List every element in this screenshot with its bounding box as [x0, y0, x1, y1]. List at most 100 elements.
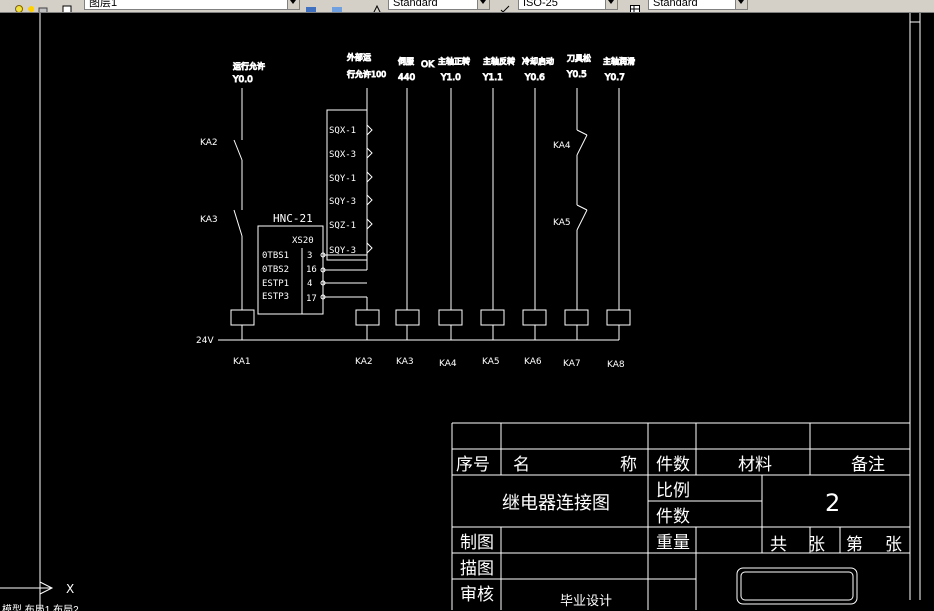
contact-ka5 [576, 204, 588, 231]
top-labels: 运行允许 Y0.0 外部运 行允许100 伺服 440 OK 主轴正转 Y1.0… [232, 52, 636, 86]
sheet-number: 2 [825, 489, 840, 517]
chevron-down-icon[interactable] [735, 0, 747, 9]
connector-signal: 0TBS1 [262, 251, 289, 261]
switch-label: SQY-3 [329, 246, 356, 256]
contact-ka4 [576, 129, 588, 156]
layer-lock-icon[interactable] [38, 0, 48, 12]
col-name-a: 名 [513, 455, 530, 475]
hnc-connector [257, 225, 368, 315]
layer-previous-icon[interactable] [332, 0, 342, 12]
status-text: 模型 布局1 布局2 [2, 605, 79, 611]
weight-label: 重量 [656, 533, 690, 553]
connector-pin: 4 [307, 279, 312, 289]
coil-label: KA4 [439, 359, 457, 369]
connector-signal: 0TBS2 [262, 265, 289, 275]
contact-ka3 [233, 209, 243, 237]
contact-label-ka2: KA2 [200, 138, 218, 148]
col-qty: 件数 [656, 455, 690, 475]
layer-color-icon[interactable] [62, 0, 72, 12]
text-style-icon[interactable] [372, 0, 382, 12]
connector-pin: 17 [306, 294, 317, 304]
connector-pin: 3 [307, 251, 312, 261]
traced-by-label: 描图 [460, 559, 494, 579]
title-block [451, 422, 910, 610]
coil-label: KA6 [524, 357, 542, 367]
coil-labels: KA1 KA2 KA3 KA4 KA5 KA6 KA7 KA8 [233, 357, 625, 370]
connector-signal: ESTP3 [262, 292, 289, 302]
label-lube: 主轴润滑 [603, 56, 635, 66]
table-style-dropdown[interactable]: Standard [648, 0, 748, 10]
drawing-title: 继电器连接图 [502, 493, 610, 514]
chevron-down-icon[interactable] [287, 0, 299, 9]
ucs-icon [0, 581, 54, 595]
sheet-no-label: 第 [846, 535, 863, 555]
qty-label: 件数 [656, 507, 690, 527]
switch-label: SQZ-1 [329, 221, 356, 231]
ucs-axis-label: X [66, 582, 74, 596]
layer-dropdown[interactable]: 图层1 [84, 0, 300, 10]
col-seq: 序号 [456, 455, 490, 475]
label-run-permit: 运行允许 [233, 61, 265, 71]
coils [218, 309, 631, 341]
label-spindle-fwd: 主轴正转 [438, 56, 470, 66]
sheets-label-b: 张 [885, 535, 902, 555]
label-coolant: 冷却启动 [522, 56, 554, 66]
limit-switch-chain [323, 124, 373, 271]
label-spindle-rev: 主轴反转 [483, 56, 515, 66]
drawing-canvas[interactable]: 运行允许 Y0.0 外部运 行允许100 伺服 440 OK 主轴正转 Y1.0… [0, 13, 934, 610]
table-style-value: Standard [653, 0, 698, 9]
label-ok: OK [421, 60, 435, 70]
layer-bulb-icon[interactable] [14, 0, 24, 12]
sheets-label-a: 张 [808, 535, 825, 555]
col-name-b: 称 [620, 455, 637, 475]
addr-spindle-rev: Y1.1 [482, 73, 503, 83]
text-style-value: Standard [393, 0, 438, 9]
dim-style-icon[interactable] [500, 0, 510, 12]
col-material: 材料 [738, 455, 772, 475]
addr-tool-release: Y0.5 [566, 70, 587, 80]
coil-label: KA3 [396, 357, 414, 367]
table-style-icon[interactable] [630, 0, 640, 12]
footer-text: 毕业设计 [560, 594, 612, 609]
contact-ka2 [233, 139, 243, 161]
dim-style-dropdown[interactable]: ISO-25 [518, 0, 618, 10]
scale-label: 比例 [656, 481, 690, 501]
rails [241, 88, 620, 310]
addr-spindle-fwd: Y1.0 [440, 73, 461, 83]
addr-lube: Y0.7 [604, 73, 625, 83]
coil-label: KA1 [233, 357, 251, 367]
connector-title: HNC-21 [273, 212, 313, 225]
switch-label: SQY-1 [329, 174, 356, 184]
label-servo: 伺服 [398, 56, 414, 66]
col-note: 备注 [851, 455, 885, 475]
switch-label: SQX-1 [329, 126, 356, 136]
text-style-dropdown[interactable]: Standard [388, 0, 490, 10]
switch-label: SQX-3 [329, 150, 356, 160]
switch-label: SQY-3 [329, 197, 356, 207]
supply-label: 24V [196, 336, 214, 346]
total-label: 共 [770, 535, 787, 555]
chevron-down-icon[interactable] [477, 0, 489, 9]
contact-label-ka3: KA3 [200, 215, 218, 225]
coil-label: KA7 [563, 359, 581, 369]
layer-sun-icon[interactable] [26, 0, 36, 12]
label-ext-run: 外部运 [347, 52, 371, 62]
label-tool-release: 刀具松 [567, 53, 591, 63]
chevron-down-icon[interactable] [605, 0, 617, 9]
label-ext-run-2: 行允许100 [347, 69, 386, 79]
dim-style-value: ISO-25 [523, 0, 558, 9]
addr-coolant: Y0.6 [524, 73, 545, 83]
contact-label-ka5: KA5 [553, 218, 571, 228]
limit-switch-labels: SQX-1 SQX-3 SQY-1 SQY-3 SQZ-1 SQY-3 [329, 126, 356, 256]
addr-run-permit: Y0.0 [232, 75, 253, 85]
layer-dropdown-value: 图层1 [89, 0, 118, 9]
connector-signal: ESTP1 [262, 279, 289, 289]
layer-manager-icon[interactable] [306, 0, 316, 12]
connector-port: XS20 [292, 236, 314, 246]
toolbar: 图层1 Standard ISO-25 Standard [0, 0, 934, 13]
contact-label-ka4: KA4 [553, 141, 571, 151]
checked-by-label: 审核 [460, 585, 494, 605]
drawn-by-label: 制图 [460, 533, 494, 553]
coil-label: KA5 [482, 357, 500, 367]
coil-label: KA2 [355, 357, 373, 367]
